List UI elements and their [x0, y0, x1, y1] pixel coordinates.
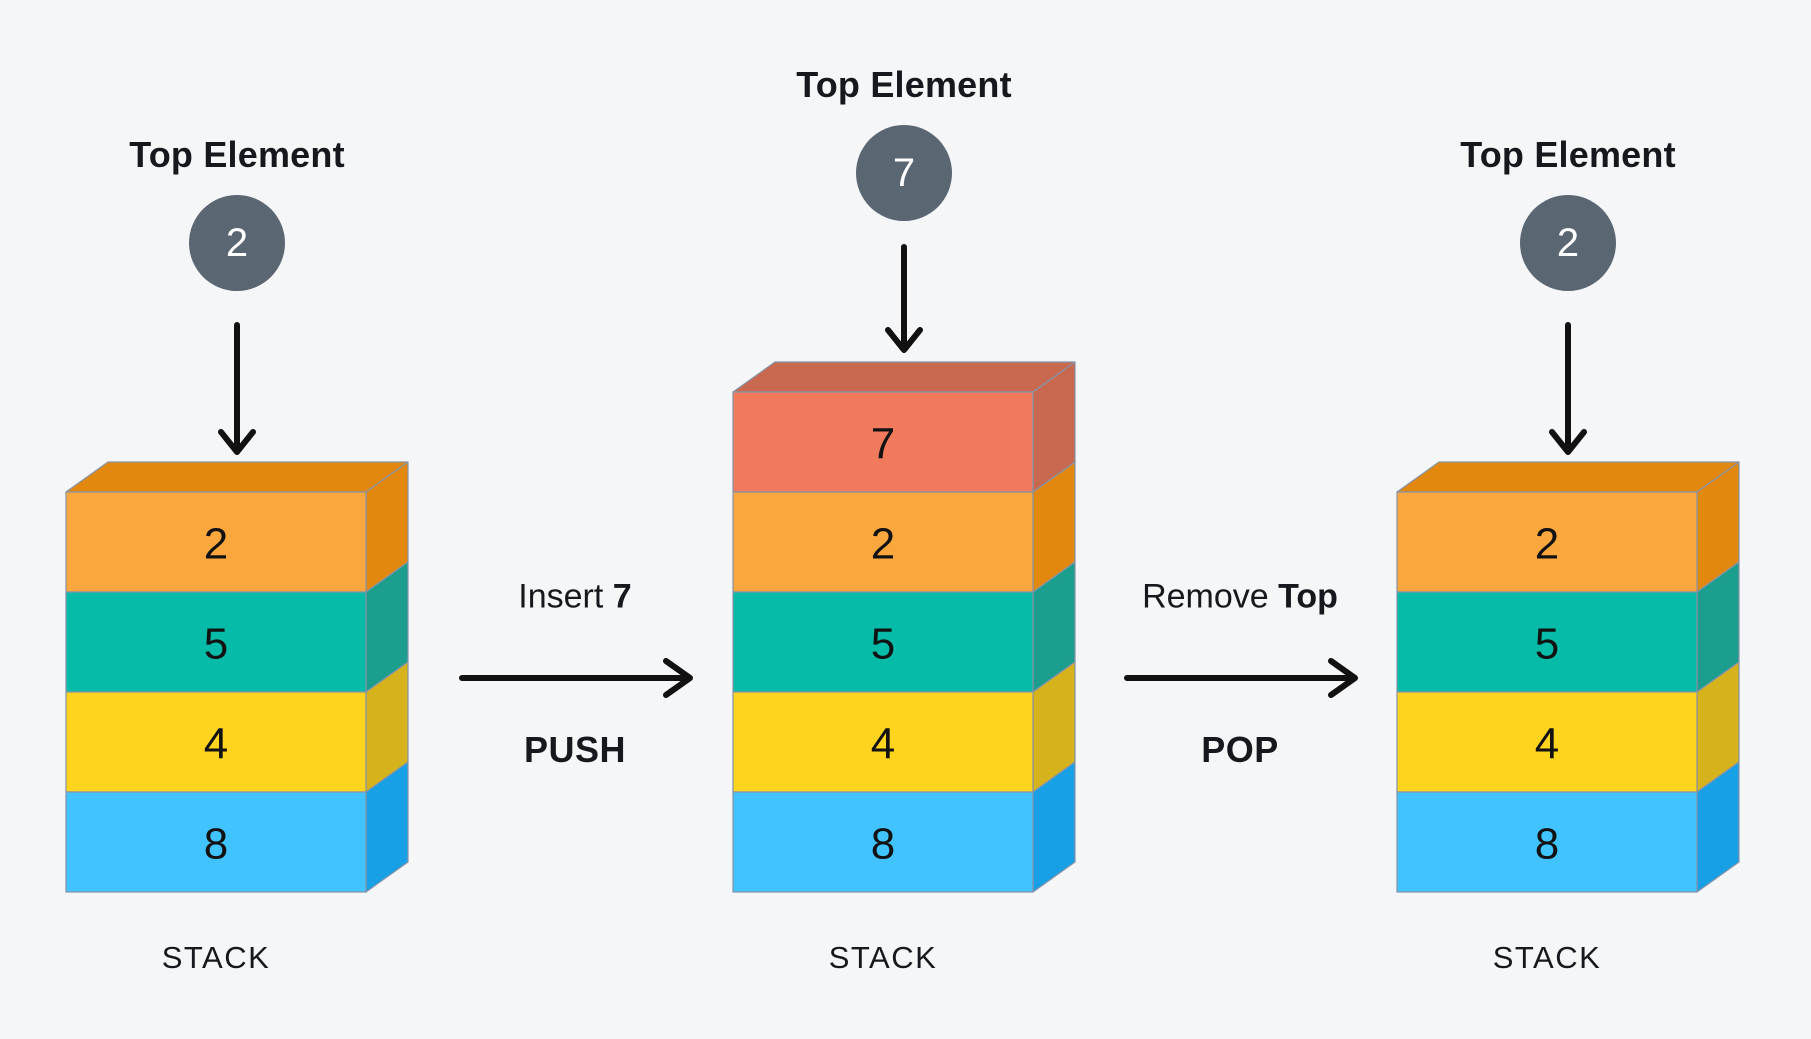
stack-caption: STACK — [161, 940, 271, 975]
pop-operation-label: POP — [1201, 729, 1279, 770]
stack-top-face — [1396, 461, 1740, 493]
top-element-badge: 2 — [1520, 195, 1616, 291]
pop-action-label: Remove Top — [1142, 578, 1338, 617]
pop-arrow-icon — [1124, 658, 1358, 698]
top-element-badge: 7 — [856, 125, 952, 221]
push-action-emphasis: 7 — [612, 577, 632, 616]
stack-element-value: 5 — [204, 620, 228, 669]
down-arrow-icon — [1549, 322, 1587, 455]
pop-action-emphasis: Top — [1278, 577, 1338, 616]
top-element-label: Top Element — [1460, 134, 1676, 175]
stack-element-value: 8 — [871, 820, 895, 869]
stack-element-front — [1396, 791, 1698, 893]
stack-element-value: 2 — [1535, 520, 1559, 569]
top-element-label: Top Element — [796, 64, 1012, 105]
push-arrow-icon — [459, 658, 693, 698]
stack-element-value: 2 — [871, 520, 895, 569]
stack-element-value: 7 — [871, 420, 895, 469]
stack-element-value: 5 — [1535, 620, 1559, 669]
top-element-label: Top Element — [129, 134, 345, 175]
stack-element-value: 4 — [871, 720, 895, 769]
top-element-badge: 2 — [189, 195, 285, 291]
stack-top-face — [732, 361, 1076, 393]
stack-element-front — [732, 791, 1034, 893]
stack-caption: STACK — [1492, 940, 1602, 975]
down-arrow-icon — [218, 322, 256, 455]
stack-element-value: 8 — [204, 820, 228, 869]
stack-element-value: 4 — [1535, 720, 1559, 769]
stack-top-face — [65, 461, 409, 493]
push-operation-label: PUSH — [523, 729, 627, 770]
top-element-badge-value: 2 — [225, 220, 249, 265]
stack-element-value: 2 — [204, 520, 228, 569]
stack-element-value: 4 — [204, 720, 228, 769]
stack-element-value: 5 — [871, 620, 895, 669]
stack-element-value: 8 — [1535, 820, 1559, 869]
down-arrow-icon — [885, 244, 923, 353]
stack-caption: STACK — [828, 940, 938, 975]
pop-action-prefix: Remove — [1142, 577, 1279, 616]
top-element-badge-value: 7 — [892, 150, 916, 195]
top-element-badge-value: 2 — [1556, 220, 1580, 265]
push-action-label: Insert 7 — [518, 578, 631, 617]
push-action-prefix: Insert — [518, 577, 613, 616]
stack-element-front — [65, 791, 367, 893]
